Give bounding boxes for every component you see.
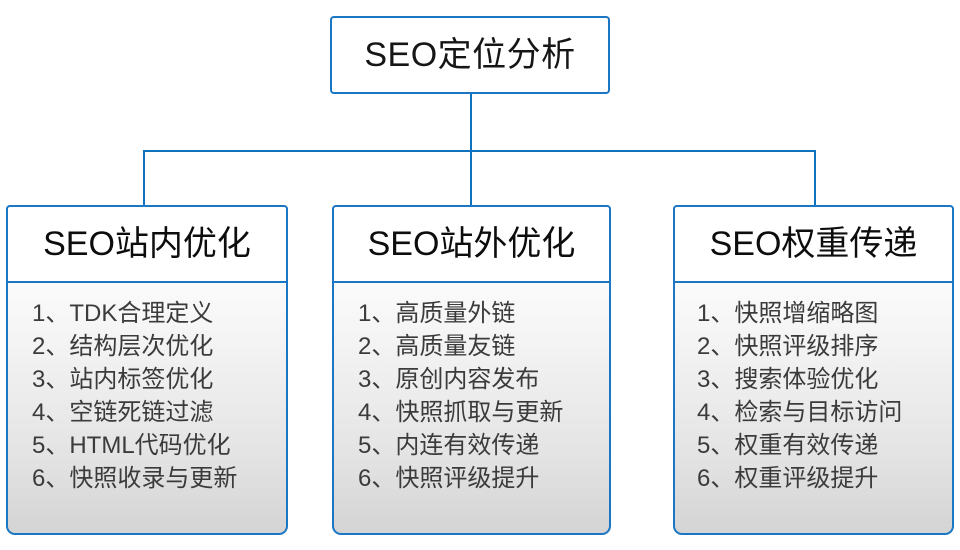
connector-horizontal-bus [143, 150, 816, 152]
list-item: 3、原创内容发布 [358, 366, 540, 393]
branch-header-1[interactable]: SEO站内优化 [6, 205, 288, 283]
branch-header-label-1: SEO站内优化 [43, 225, 251, 263]
branch-header-3[interactable]: SEO权重传递 [673, 205, 954, 283]
list-item: 5、内连有效传递 [358, 432, 540, 459]
root-node[interactable]: SEO定位分析 [330, 16, 610, 94]
connector-drop-center [470, 150, 472, 206]
branch-item-list-1: 1、TDK合理定义 2、结构层次优化 3、站内标签优化 4、空链死链过滤 5、H… [8, 297, 286, 495]
connector-drop-left [143, 150, 145, 206]
branch-item-list-3: 1、快照增缩略图 2、快照评级排序 3、搜索体验优化 4、检索与目标访问 5、权… [675, 297, 952, 495]
branch-panel-3: 1、快照增缩略图 2、快照评级排序 3、搜索体验优化 4、检索与目标访问 5、权… [673, 283, 954, 535]
connector-drop-right [814, 150, 816, 206]
list-item: 3、搜索体验优化 [697, 366, 879, 393]
list-item: 2、结构层次优化 [32, 333, 214, 360]
list-item: 6、快照收录与更新 [32, 465, 238, 492]
branch-column-3: SEO权重传递 1、快照增缩略图 2、快照评级排序 3、搜索体验优化 4、检索与… [673, 205, 954, 535]
list-item: 5、权重有效传递 [697, 432, 879, 459]
list-item: 2、快照评级排序 [697, 333, 879, 360]
branch-column-1: SEO站内优化 1、TDK合理定义 2、结构层次优化 3、站内标签优化 4、空链… [6, 205, 288, 535]
list-item: 5、HTML代码优化 [32, 432, 231, 459]
list-item: 6、权重评级提升 [697, 465, 879, 492]
branch-panel-2: 1、高质量外链 2、高质量友链 3、原创内容发布 4、快照抓取与更新 5、内连有… [332, 283, 611, 535]
list-item: 3、站内标签优化 [32, 366, 214, 393]
list-item: 2、高质量友链 [358, 333, 516, 360]
list-item: 4、空链死链过滤 [32, 399, 214, 426]
branch-header-label-3: SEO权重传递 [709, 225, 918, 263]
list-item: 4、快照抓取与更新 [358, 399, 564, 426]
list-item: 4、检索与目标访问 [697, 399, 903, 426]
connector-root-stem [470, 94, 472, 152]
branch-item-list-2: 1、高质量外链 2、高质量友链 3、原创内容发布 4、快照抓取与更新 5、内连有… [334, 297, 609, 495]
branch-header-label-2: SEO站外优化 [367, 225, 576, 263]
list-item: 1、快照增缩略图 [697, 300, 879, 327]
list-item: 1、TDK合理定义 [32, 300, 214, 327]
branch-column-2: SEO站外优化 1、高质量外链 2、高质量友链 3、原创内容发布 4、快照抓取与… [332, 205, 611, 535]
branch-header-2[interactable]: SEO站外优化 [332, 205, 611, 283]
branch-panel-1: 1、TDK合理定义 2、结构层次优化 3、站内标签优化 4、空链死链过滤 5、H… [6, 283, 288, 535]
list-item: 1、高质量外链 [358, 300, 516, 327]
list-item: 6、快照评级提升 [358, 465, 540, 492]
root-node-label: SEO定位分析 [364, 36, 576, 74]
